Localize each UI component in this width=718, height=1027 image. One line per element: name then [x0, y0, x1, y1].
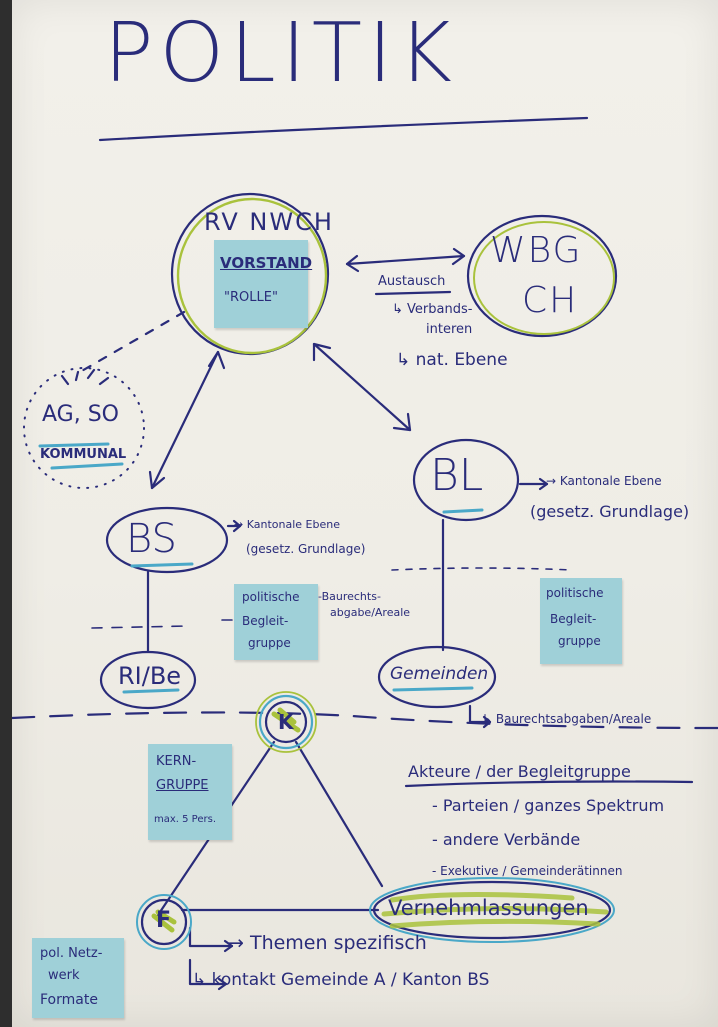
wbg-label: WBG	[490, 230, 583, 271]
bs-begleitgruppe-line-1: politische	[242, 590, 300, 604]
flipchart-poster: POLITIK RV NWCH VORSTAND "ROLLE" WBG CH …	[12, 0, 718, 1027]
bs-kantonal-label-1: → Kantonale Ebene	[234, 518, 340, 531]
vorstand-label: VORSTAND	[220, 254, 313, 272]
k-circle	[264, 700, 308, 744]
bl-kantonal-label-2: (gesetz. Grundlage)	[530, 502, 690, 521]
ag-dashed-line	[78, 310, 186, 374]
vernehmlassungen-circle	[372, 880, 612, 940]
wbg-circle	[466, 214, 618, 338]
verbands-label-2: interen	[426, 322, 473, 337]
f-circle	[140, 898, 188, 946]
gemeinden-label: Gemeinden	[390, 664, 489, 684]
austausch-label: Austausch	[378, 274, 446, 289]
bs-label: BS	[126, 516, 177, 562]
polnetzwerk-line-2: werk	[48, 968, 80, 983]
rolle-label: "ROLLE"	[224, 290, 278, 305]
ribe-circle	[99, 650, 197, 710]
f-label: F	[156, 908, 172, 933]
bs-circle	[105, 506, 229, 574]
title-underline	[98, 116, 589, 142]
bl-begleitgruppe-sticky: politische Begleit- gruppe	[540, 578, 622, 664]
polnetzwerk-line-3: Formate	[40, 992, 98, 1008]
bs-kantonal-label-2: (gesetz. Grundlage)	[246, 542, 366, 556]
themen-label: → Themen spezifisch	[228, 932, 427, 954]
bl-label: BL	[430, 450, 484, 501]
bs-begleitgruppe-line-3: gruppe	[248, 636, 291, 650]
baurechts-label-1: -Baurechts-	[318, 590, 381, 603]
polnetzwerk-sticky: pol. Netz- werk Formate	[32, 938, 124, 1018]
k-label: K	[278, 710, 294, 734]
akteure-item-1: - Parteien / ganzes Spektrum	[432, 796, 665, 815]
separator-dashed	[12, 711, 718, 730]
rvnwch-label: RV NWCH	[204, 208, 334, 236]
kontakt-label: ↳ kontakt Gemeinde A / Kanton BS	[192, 970, 490, 990]
vorstand-sticky: VORSTAND "ROLLE"	[214, 240, 312, 328]
kommunal-label: KOMMUNAL	[40, 447, 127, 462]
baurechts-gemeinden-label: ↳ Baurechtsabgaben/Areale	[482, 712, 652, 726]
gemeinden-circle	[377, 645, 497, 709]
vernehmlassungen-label: Vernehmlassungen	[388, 896, 589, 920]
page-title: POLITIK	[104, 6, 458, 101]
kerngruppe-line-3: max. 5 Pers.	[154, 814, 217, 825]
ag-so-dotted-circle	[23, 367, 145, 489]
nat-ebene-label: ↳ nat. Ebene	[396, 350, 508, 370]
bl-begleitgruppe-line-3: gruppe	[558, 634, 601, 648]
ag-so-label: AG, SO	[42, 402, 119, 427]
bl-kantonal-label-1: → Kantonale Ebene	[546, 474, 662, 488]
polnetzwerk-line-1: pol. Netz-	[40, 946, 103, 961]
baurechts-label-2: abgabe/Areale	[330, 606, 411, 619]
bs-begleitgruppe-line-2: Begleit-	[242, 614, 289, 628]
bl-circle	[412, 438, 520, 522]
diagram-drawing	[12, 116, 718, 991]
akteure-heading: Akteure / der Begleitgruppe	[408, 762, 631, 781]
bl-begleitgruppe-line-1: politische	[546, 586, 604, 600]
rv-bl-arrow	[312, 342, 412, 432]
bs-begleitgruppe-sticky: politische Begleit- gruppe	[234, 584, 318, 660]
verbands-label-1: ↳ Verbands-	[392, 302, 473, 317]
akteure-item-3: - Exekutive / Gemeinderätinnen	[432, 864, 623, 878]
kerngruppe-line-2: GRUPPE	[156, 778, 209, 793]
ch-label: CH	[522, 280, 579, 321]
kerngruppe-line-1: KERN-	[156, 754, 197, 769]
bl-begleitgruppe-line-2: Begleit-	[550, 612, 597, 626]
rv-wbg-arrow	[345, 254, 466, 266]
background-edge	[0, 0, 12, 1027]
rv-bs-arrow	[150, 350, 220, 490]
ribe-label: RI/Be	[118, 662, 182, 690]
kerngruppe-sticky: KERN- GRUPPE max. 5 Pers.	[148, 744, 232, 840]
akteure-item-2: - andere Verbände	[432, 830, 581, 849]
